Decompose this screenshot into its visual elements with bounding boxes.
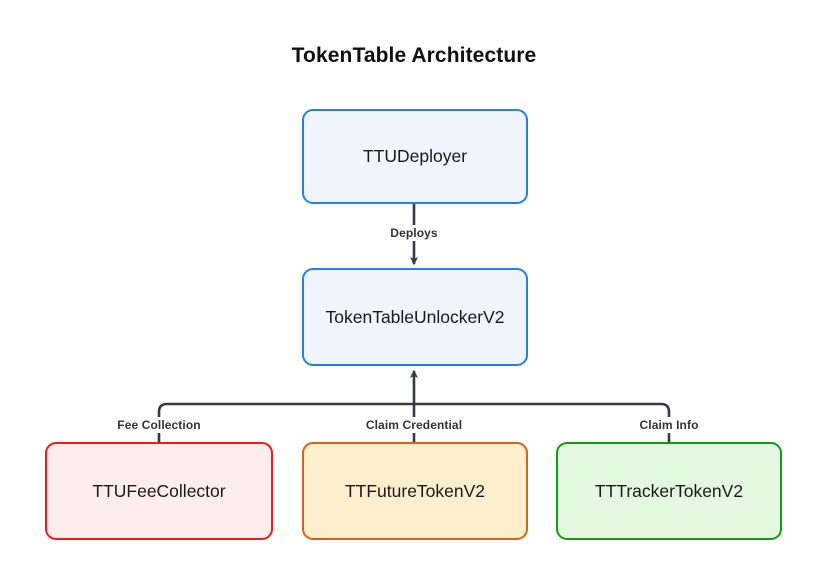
node-label-tttrackertokenv2: TTTrackerTokenV2 (594, 480, 744, 501)
node-label-ttfuturetokenv2: TTFutureTokenV2 (344, 480, 486, 501)
edge-label-claim-info: Claim Info (635, 417, 703, 433)
node-ttudeployer[interactable]: TTUDeployer (302, 109, 528, 204)
node-ttufeecollector[interactable]: TTUFeeCollector (45, 442, 273, 540)
page-title: TokenTable Architecture (291, 44, 537, 67)
node-label-ttudeployer: TTUDeployer (362, 146, 468, 166)
edge-line-claim-info (414, 402, 671, 442)
edge-label-fee-collection: Fee Collection (113, 417, 205, 433)
node-label-tokentableunlockerv2: TokenTableUnlockerV2 (325, 306, 505, 327)
edge-line-fee-collection (157, 402, 414, 442)
node-tokentableunlockerv2[interactable]: TokenTableUnlockerV2 (302, 268, 528, 366)
edge-label-claim-credential: Claim Credential (361, 417, 467, 433)
edge-label-deploys: Deploys (386, 225, 442, 241)
node-tttrackertokenv2[interactable]: TTTrackerTokenV2 (556, 442, 782, 540)
node-label-ttufeecollector: TTUFeeCollector (92, 480, 226, 501)
node-ttfuturetokenv2[interactable]: TTFutureTokenV2 (302, 442, 528, 540)
